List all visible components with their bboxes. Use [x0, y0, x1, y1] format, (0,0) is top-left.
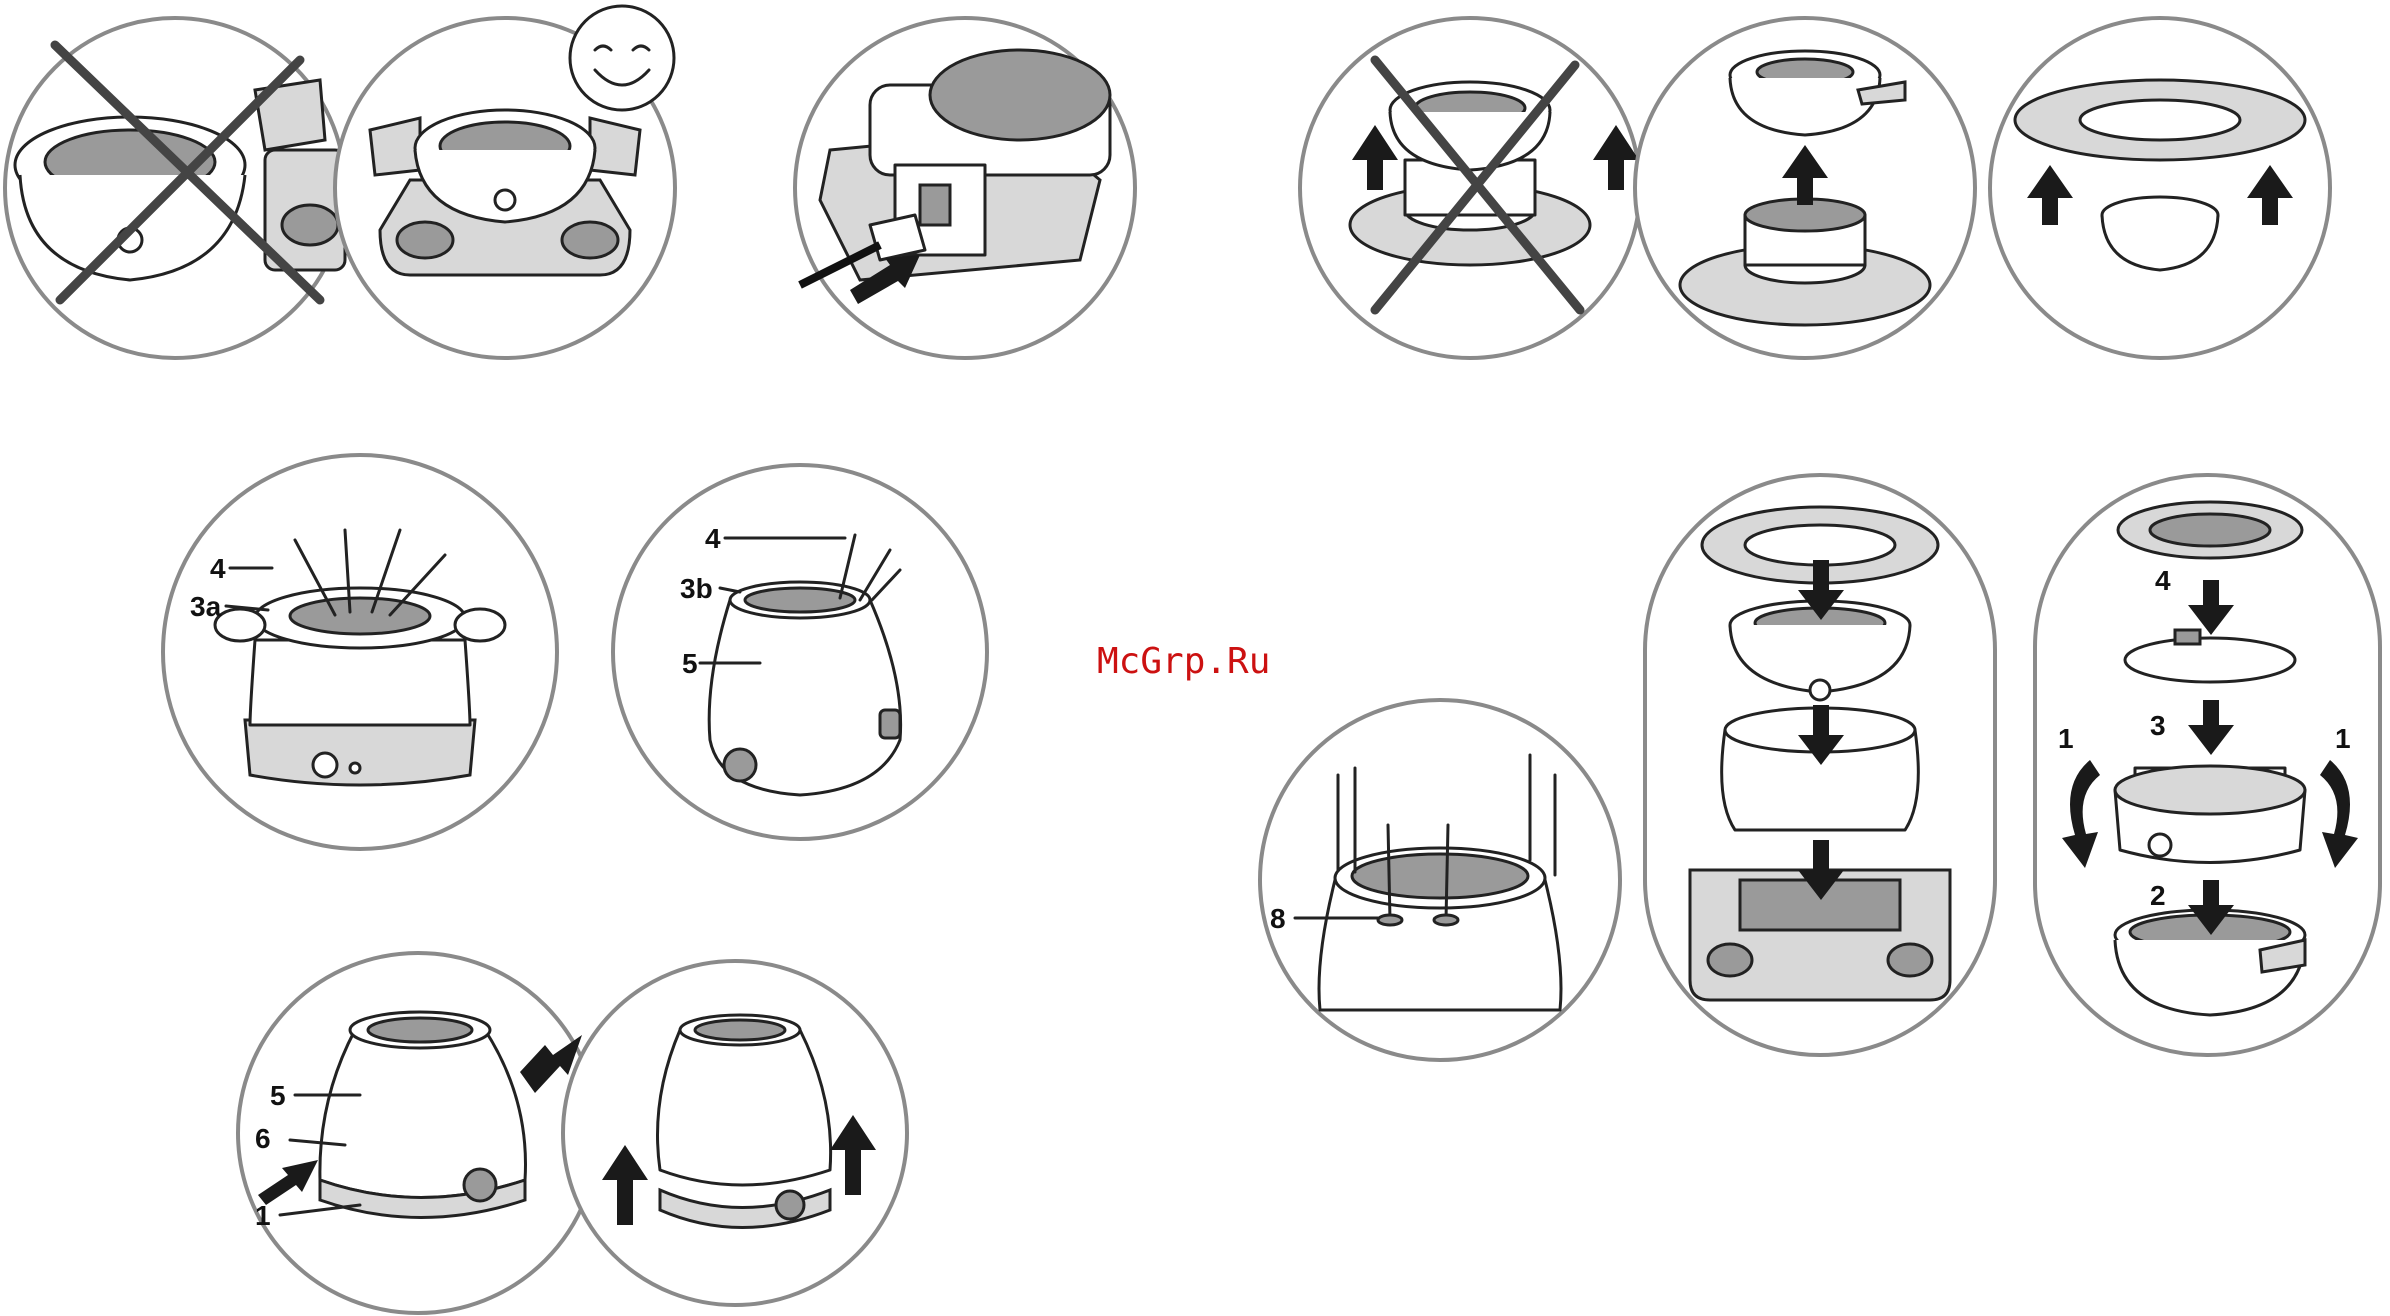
panel-lift-pot — [1635, 18, 1975, 358]
callout-3a: 3a — [190, 591, 222, 622]
callout-8: 8 — [1270, 903, 1286, 934]
panel-correct-pot-position — [335, 6, 675, 358]
callout-2: 2 — [2150, 880, 2166, 911]
callout-4: 4 — [2155, 565, 2171, 596]
callout-6: 6 — [255, 1123, 271, 1154]
panel-fork-holders: 8 — [1260, 700, 1620, 1060]
panel-wrong-pot-position — [5, 18, 345, 358]
callout-4: 4 — [210, 553, 226, 584]
panel-remove-body: 5 6 1 — [238, 953, 598, 1313]
callout-3: 3 — [2150, 710, 2166, 741]
panel-lift-ring — [1990, 18, 2330, 358]
panel-lift-body — [563, 961, 907, 1305]
panel-wrong-lift — [1300, 18, 1640, 358]
callout-1: 1 — [2058, 723, 2074, 754]
callout-1: 1 — [2335, 723, 2351, 754]
panel-plug-cord — [795, 18, 1135, 358]
callout-4: 4 — [705, 523, 721, 554]
panel-body-with-forks: 4 3b 5 — [613, 465, 987, 839]
panel-assembly-exploded — [1645, 475, 1995, 1055]
callout-5: 5 — [270, 1080, 286, 1111]
watermark: McGrp.Ru — [1097, 641, 1270, 682]
panel-base-exploded: 4 3 1 1 2 — [2035, 475, 2380, 1055]
smiley-icon — [570, 6, 674, 110]
callout-3b: 3b — [680, 573, 713, 604]
panel-pot-with-forks: 4 3a — [163, 455, 557, 849]
callout-5: 5 — [682, 648, 698, 679]
callout-1: 1 — [255, 1200, 271, 1231]
